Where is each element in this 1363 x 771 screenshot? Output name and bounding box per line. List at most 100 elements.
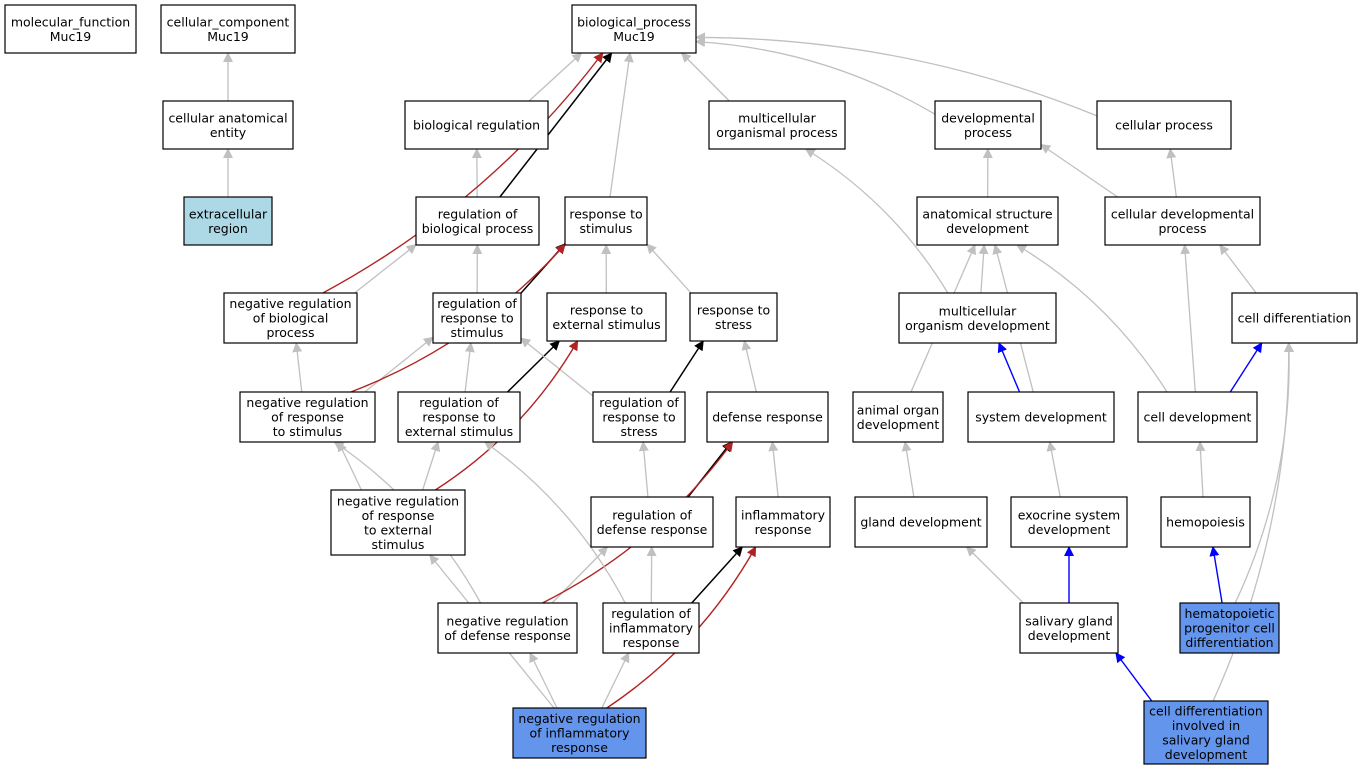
edge-regulates: [669, 340, 704, 393]
edge-is-a: [422, 441, 441, 491]
node-label: development: [1165, 747, 1248, 762]
node-box: [1019, 602, 1119, 654]
node-label: cell differentiation: [1238, 311, 1352, 326]
node-label: of defense response: [444, 628, 571, 643]
node-label: biological process: [422, 221, 534, 236]
edge-is-a: [1046, 441, 1061, 498]
edge-is-a: [965, 546, 1024, 604]
node-label: stimulus: [580, 221, 633, 236]
node-label: salivary gland: [1025, 613, 1113, 628]
node-label: negative regulation: [246, 395, 368, 410]
node-label: biological_process: [577, 14, 691, 29]
edge-is-a: [768, 441, 779, 498]
node-label: response: [551, 740, 608, 755]
node-box: [592, 391, 686, 443]
node-label: of inflammatory: [529, 726, 630, 741]
node-label: stimulus: [372, 537, 425, 552]
node-label: response: [755, 522, 812, 537]
node-box: [689, 292, 778, 342]
node-box: [898, 292, 1057, 344]
node-box: [160, 4, 296, 54]
node-label: hemopoiesis: [1166, 515, 1245, 530]
node-label: negative regulation: [446, 613, 568, 628]
node-label: defense response: [597, 522, 708, 537]
edge-part-of: [1209, 546, 1223, 604]
node-label: organism development: [905, 318, 1050, 333]
node-box: [1104, 196, 1261, 246]
node-box: [735, 496, 831, 548]
node-label: of response: [362, 508, 435, 523]
node-label: of biological: [253, 311, 329, 326]
edge-is-a: [804, 148, 949, 294]
node-label: extracellular: [189, 206, 268, 221]
node-label: developmental: [941, 110, 1035, 125]
node-box: [239, 391, 376, 443]
node-box: [397, 391, 521, 443]
node-box: [571, 4, 697, 54]
node-label: regulation of: [419, 395, 499, 410]
node-box: [546, 292, 667, 342]
node-label: biological regulation: [413, 118, 540, 133]
edge-is-a: [1212, 342, 1294, 702]
node-box: [854, 496, 988, 548]
node-box: [602, 602, 700, 654]
edge-is-a: [695, 37, 936, 115]
node-label: response to: [570, 302, 643, 317]
edge-is-a: [529, 652, 558, 709]
node-label: animal organ: [857, 402, 939, 417]
node-label: development: [857, 417, 940, 432]
node-label: process: [964, 125, 1012, 140]
node-label: cell differentiation: [1149, 703, 1263, 718]
node-label: Muc19: [613, 29, 655, 44]
edge-is-a: [483, 441, 626, 604]
edge-is-a: [978, 244, 989, 294]
node-box: [708, 100, 846, 150]
node-label: stress: [715, 317, 752, 332]
edge-is-a: [1166, 148, 1177, 198]
node-label: inflammatory: [741, 507, 826, 522]
node-label: molecular_function: [11, 14, 130, 29]
node-box: [967, 391, 1115, 443]
node-box: [330, 489, 466, 556]
node-label: regulation of: [611, 606, 691, 621]
node-hemopoiesis: hemopoiesis: [1160, 496, 1251, 548]
node-label: multicellular: [738, 110, 817, 125]
node-box: [162, 100, 294, 150]
node-box: [1010, 496, 1128, 548]
node-label: cellular developmental: [1111, 206, 1254, 221]
edge-is-a: [609, 52, 634, 198]
node-box: [4, 4, 137, 54]
node-box: [223, 292, 358, 344]
node-box: [564, 196, 648, 246]
node-label: differentiation: [1185, 635, 1273, 650]
node-label: stress: [621, 424, 658, 439]
node-cellular-process: cellular process: [1096, 100, 1232, 150]
edge-is-a: [528, 52, 583, 102]
node-label: organismal process: [716, 125, 837, 140]
node-box: [590, 496, 714, 548]
node-label: inflammatory: [609, 621, 694, 636]
node-label: response to: [440, 311, 513, 326]
edge-is-a: [1016, 244, 1168, 393]
node-gland-development: gland development: [854, 496, 988, 548]
node-box: [415, 196, 540, 246]
node-label: entity: [210, 125, 247, 140]
node-label: response: [623, 635, 680, 650]
node-label: external stimulus: [552, 317, 660, 332]
node-box: [432, 292, 522, 344]
node-box: [916, 196, 1059, 246]
node-box: [1179, 602, 1280, 654]
